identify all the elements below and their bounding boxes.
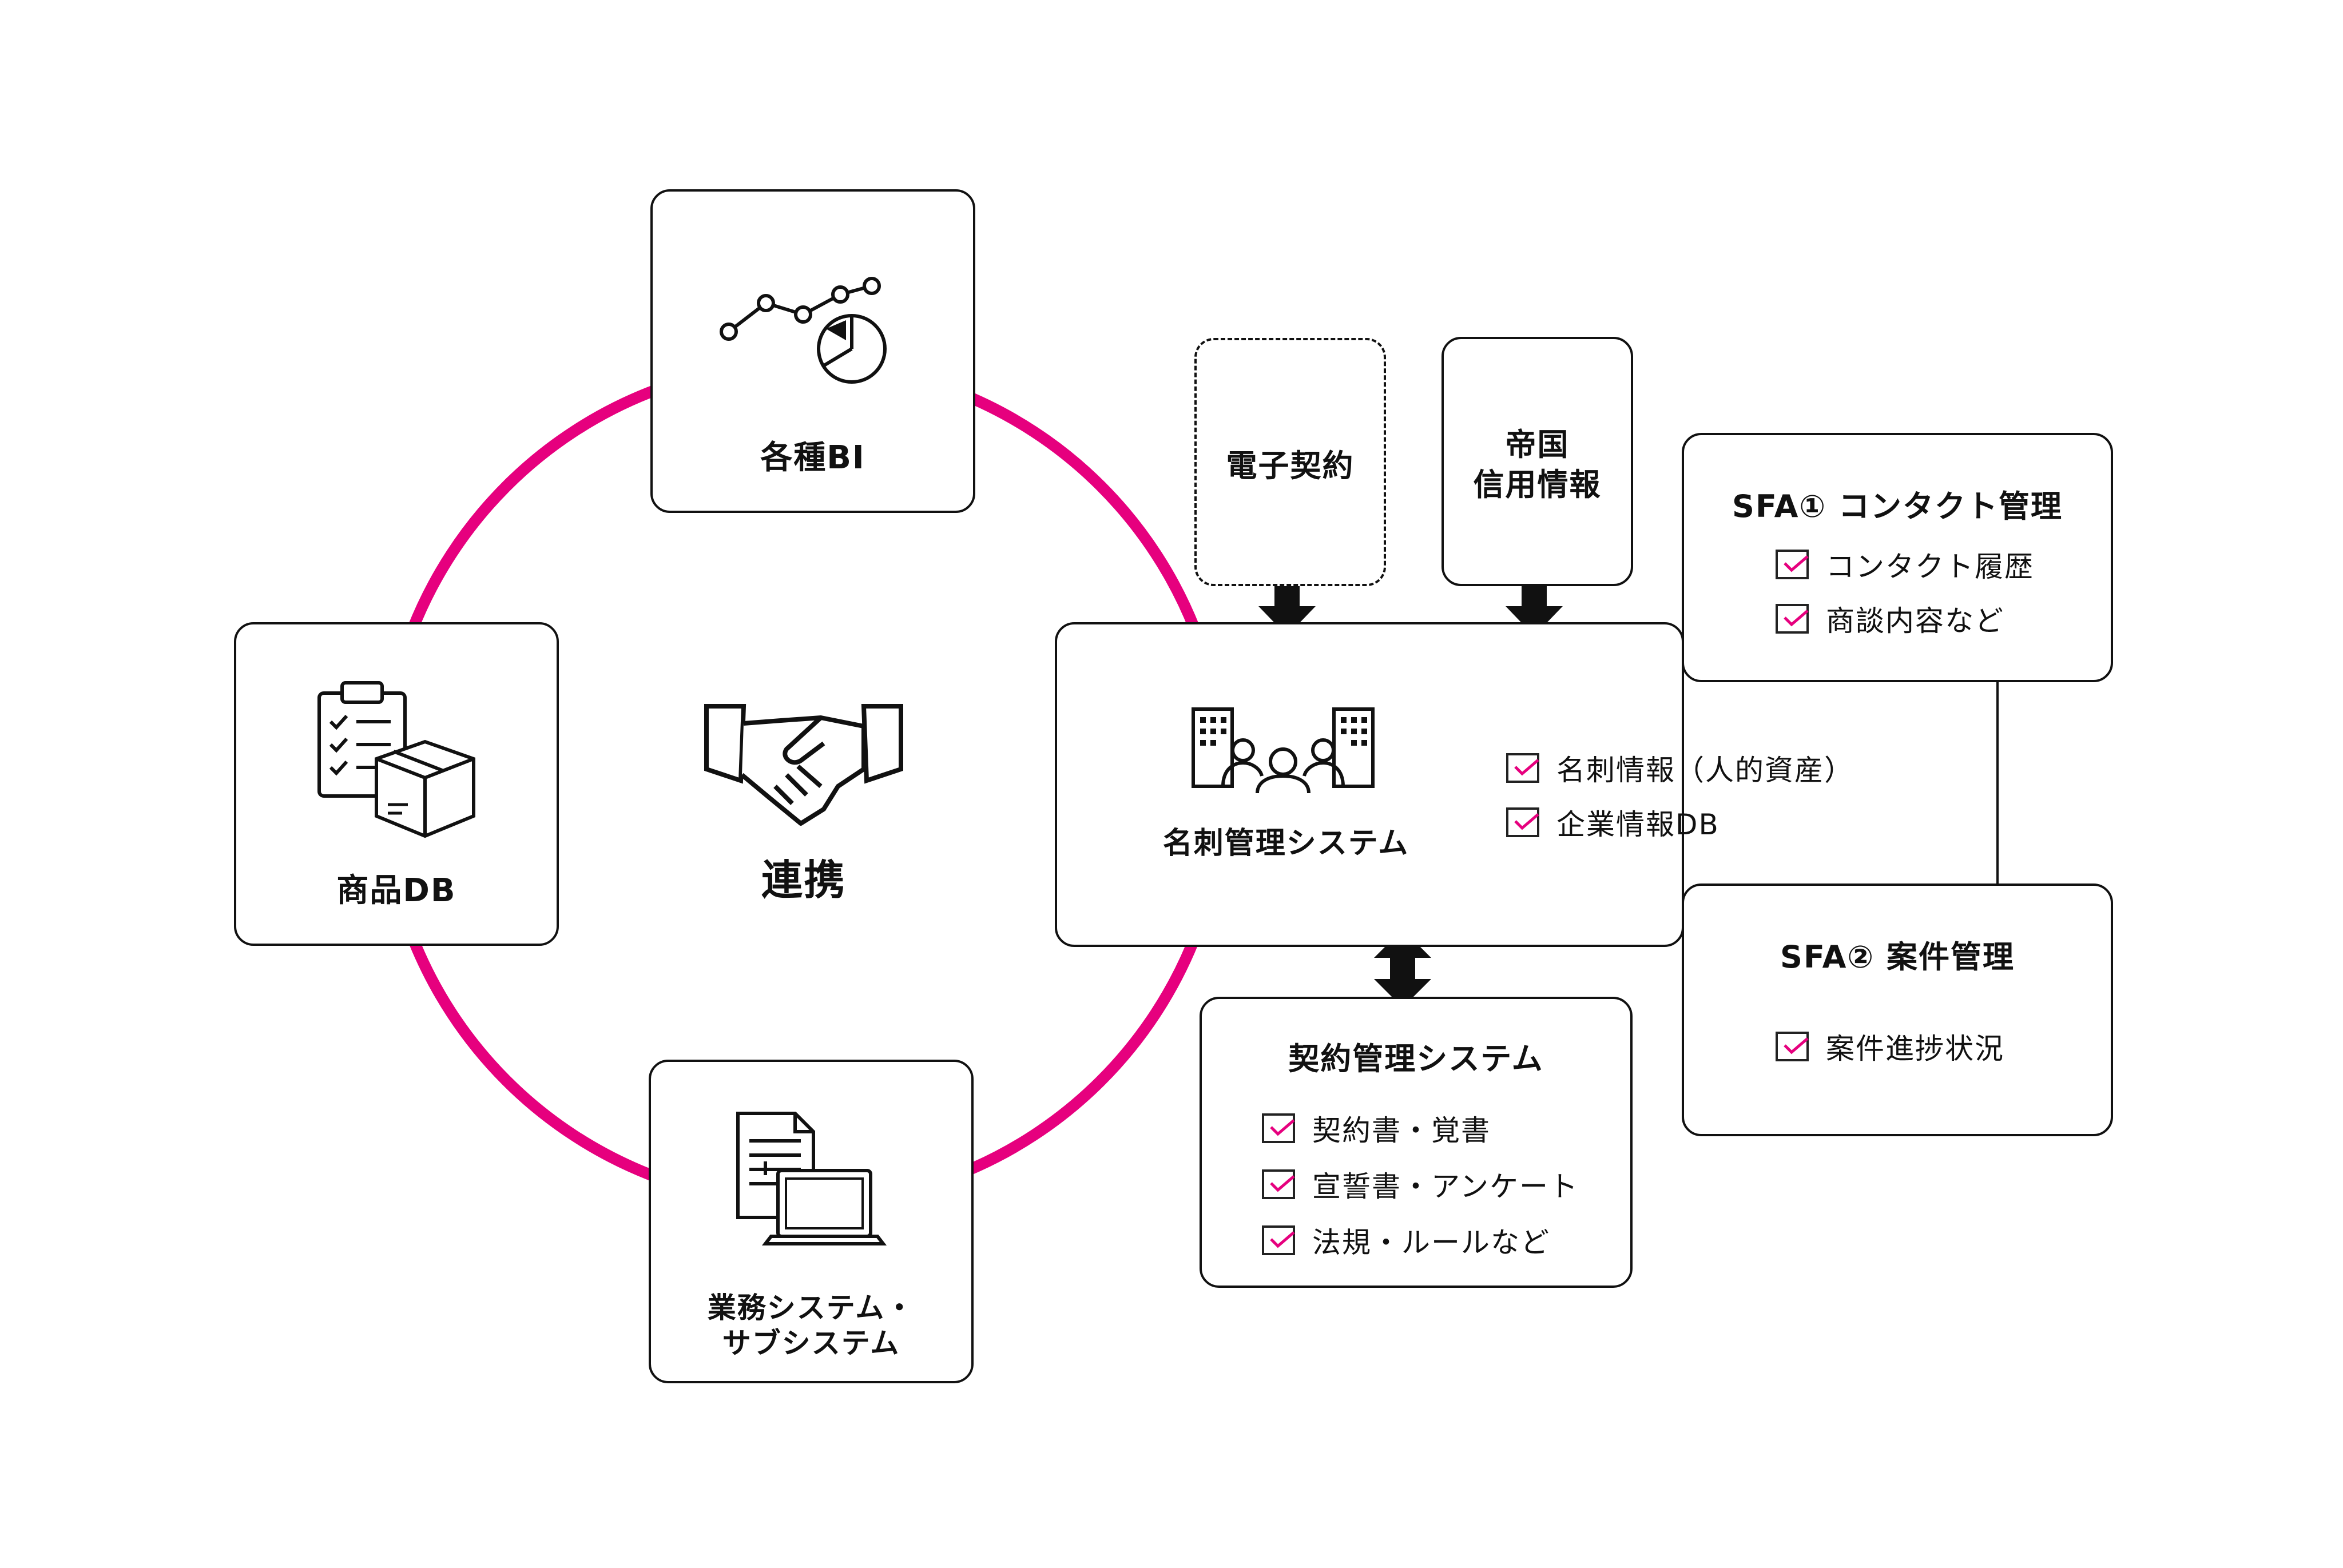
arrow-down-teikoku bbox=[1506, 584, 1563, 636]
sfa2-item-1: 案件進捗状況 bbox=[1776, 1026, 2004, 1067]
bi-label: 各種BI bbox=[760, 439, 865, 476]
e-contract-label: 電子契約 bbox=[1226, 448, 1355, 484]
checkbox-checked-icon bbox=[1776, 550, 1809, 579]
checkbox-checked-icon bbox=[1262, 1169, 1295, 1199]
checkbox-checked-icon bbox=[1506, 753, 1539, 783]
clipboard-box-icon bbox=[317, 681, 475, 838]
card-item-2: 企業情報DB bbox=[1506, 802, 1719, 843]
document-laptop-icon bbox=[736, 1112, 887, 1245]
contract-item-1: 契約書・覚書 bbox=[1262, 1108, 1491, 1149]
teikoku-source: 帝国 信用情報 bbox=[1441, 337, 1633, 586]
business-label-line2: サブシステム bbox=[722, 1327, 900, 1360]
office-people-icon bbox=[1192, 707, 1375, 794]
contract-item-3: 法規・ルールなど bbox=[1262, 1220, 1550, 1261]
hub-label: 連携 bbox=[761, 856, 846, 904]
product-db-label: 商品DB bbox=[336, 872, 456, 909]
card-item-1-text: 名刺情報（人的資産） bbox=[1556, 754, 1854, 787]
card-system-label: 名刺管理システム bbox=[1162, 826, 1409, 861]
line-pie-chart-icon bbox=[720, 277, 887, 384]
e-contract-source: 電子契約 bbox=[1194, 338, 1386, 586]
card-item-1: 名刺情報（人的資産） bbox=[1506, 747, 1854, 789]
contract-mgmt-title: 契約管理システム bbox=[1288, 1041, 1544, 1077]
checkbox-checked-icon bbox=[1776, 1032, 1809, 1061]
business-label-line1: 業務システム・ bbox=[707, 1291, 915, 1324]
product-db-node: 商品DB bbox=[234, 622, 559, 946]
sfa1-item-1-text: コンタクト履歴 bbox=[1826, 550, 2034, 583]
teikoku-label-line1: 帝国 bbox=[1505, 427, 1570, 463]
sfa1-item-2-text: 商談内容など bbox=[1826, 604, 2004, 638]
sfa1-title: SFA① コンタクト管理 bbox=[1732, 488, 2063, 524]
sfa1-item-1: コンタクト履歴 bbox=[1776, 544, 2034, 585]
checkbox-checked-icon bbox=[1776, 604, 1809, 634]
checkbox-checked-icon bbox=[1506, 807, 1539, 837]
card-management-system: 名刺管理システム 名刺情報（人的資産） 企業情報DB bbox=[1055, 622, 1853, 947]
teikoku-label-line2: 信用情報 bbox=[1473, 467, 1602, 503]
sfa2-item-1-text: 案件進捗状況 bbox=[1826, 1032, 2004, 1065]
contract-item-2-text: 宣誓書・アンケート bbox=[1312, 1170, 1579, 1203]
arrow-down-e-contract bbox=[1258, 584, 1316, 636]
arrow-bidirectional bbox=[1374, 929, 1431, 1008]
checkbox-checked-icon bbox=[1262, 1113, 1295, 1143]
sfa2-title: SFA② 案件管理 bbox=[1780, 939, 2015, 975]
contract-item-2: 宣誓書・アンケート bbox=[1262, 1164, 1579, 1205]
checkbox-checked-icon bbox=[1262, 1225, 1295, 1255]
contract-item-3-text: 法規・ルールなど bbox=[1312, 1226, 1550, 1259]
sfa1-item-2: 商談内容など bbox=[1776, 598, 2004, 639]
bi-node: 各種BI bbox=[650, 189, 975, 513]
contract-management-system: 契約管理システム 契約書・覚書 宣誓書・アンケート 法規・ルールなど bbox=[1200, 997, 1633, 1288]
handshake-icon bbox=[704, 704, 903, 826]
card-item-2-text: 企業情報DB bbox=[1556, 808, 1719, 841]
business-system-node: 業務システム・ サブシステム bbox=[649, 1060, 974, 1383]
sfa2-case-management: SFA② 案件管理 案件進捗状況 bbox=[1682, 884, 2113, 1136]
contract-item-1-text: 契約書・覚書 bbox=[1312, 1114, 1491, 1147]
sfa1-contact-management: SFA① コンタクト管理 コンタクト履歴 商談内容など bbox=[1682, 433, 2113, 682]
